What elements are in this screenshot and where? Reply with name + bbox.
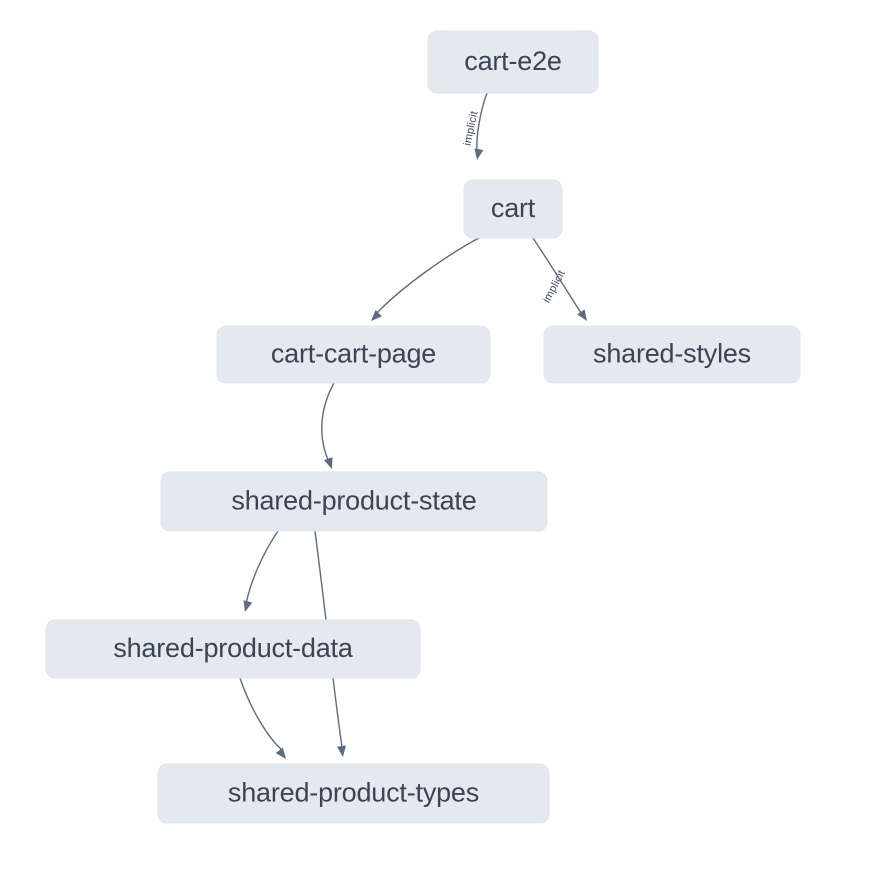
edge-line [245,530,279,605]
edge-shared-product-state-to-shared-product-data[interactable] [241,530,279,613]
edge-cart-to-cart-cart-page[interactable] [368,237,480,324]
node-shared-styles[interactable]: shared-styles [543,325,801,384]
edge-line [321,382,335,465]
node-label: cart-e2e [464,46,561,76]
node-shared-product-data[interactable]: shared-product-data [45,619,421,679]
edge-cart-to-shared-styles[interactable] [532,237,591,324]
node-label: shared-product-data [113,633,354,663]
node-label: shared-product-types [228,778,479,808]
node-shared-product-types[interactable]: shared-product-types [157,763,550,824]
node-box [427,30,599,94]
edge-arrowhead [371,310,382,321]
edge-arrowhead [324,457,333,469]
edge-arrowhead [243,600,253,612]
node-label: cart [491,193,536,223]
edge-cart-e2e-to-cart[interactable] [473,92,488,161]
edge-line [239,677,283,751]
edge-line [373,237,480,317]
node-box [543,325,801,384]
edge-shared-product-data-to-shared-product-types[interactable] [239,677,290,762]
edge-line [476,92,488,153]
node-shared-product-state[interactable]: shared-product-state [160,471,548,532]
node-box [157,763,550,824]
edge-line [532,237,584,317]
node-box [463,179,563,239]
node-cart[interactable]: cart [463,179,563,239]
node-label: shared-product-state [231,486,476,516]
nodes-layer: cart-e2e cart cart-cart-page shared-styles s… [45,30,801,824]
edge-arrowhead [474,148,484,160]
edge-arrowhead [275,747,286,759]
node-box [160,471,548,532]
node-label: cart-cart-page [271,339,436,369]
edge-cart-cart-page-to-shared-product-state[interactable] [321,382,336,471]
node-cart-e2e[interactable]: cart-e2e [427,30,599,94]
node-cart-cart-page[interactable]: cart-cart-page [216,325,491,384]
node-box [216,325,491,384]
node-label: shared-styles [593,339,751,369]
node-box [45,619,421,679]
edge-arrowhead [577,309,587,321]
edge-arrowhead [337,745,346,757]
